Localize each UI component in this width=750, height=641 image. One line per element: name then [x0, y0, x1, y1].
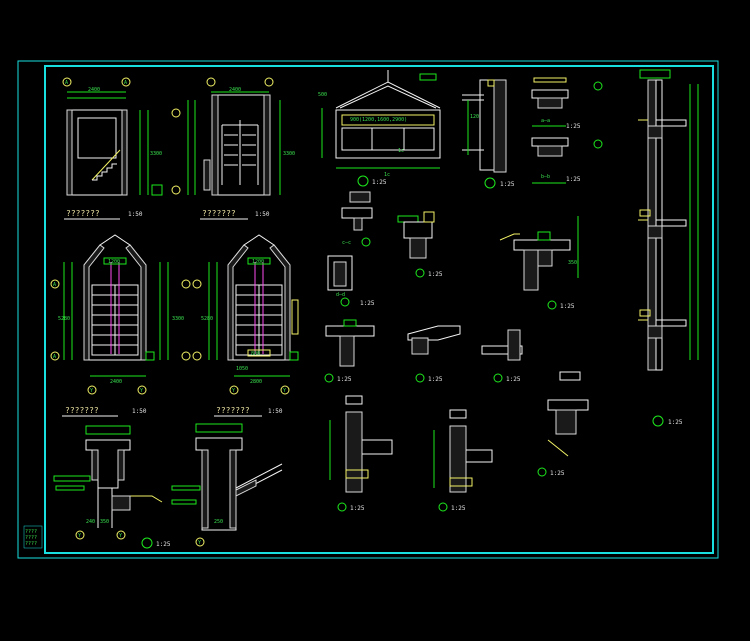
- title-line-3: ????: [25, 541, 37, 547]
- svg-text:1:25: 1:25: [451, 505, 466, 512]
- svg-text:Y: Y: [283, 388, 286, 394]
- svg-text:1c: 1c: [384, 172, 390, 178]
- svg-text:2400: 2400: [88, 87, 100, 93]
- detail-parapet: 350 1:25: [499, 216, 579, 310]
- svg-text:240: 240: [86, 519, 95, 525]
- title-line-2: ????: [25, 535, 37, 541]
- detail-eave-3: 1:25: [481, 329, 523, 383]
- svg-text:800: 800: [251, 351, 260, 357]
- svg-text:3300: 3300: [172, 316, 184, 322]
- inner-frame: [44, 65, 714, 554]
- section-scale: 1:25: [500, 181, 515, 188]
- window-scale: 1:25: [372, 179, 387, 186]
- stair-scale-1: 1:50: [128, 211, 143, 218]
- svg-text:Y: Y: [140, 388, 143, 394]
- svg-text:350: 350: [568, 260, 577, 266]
- svg-text:2400: 2400: [229, 87, 241, 93]
- scale-g: 1:25: [360, 300, 375, 307]
- svg-text:1050: 1050: [236, 366, 248, 372]
- outer-frame: [17, 60, 719, 559]
- svg-text:5280: 5280: [201, 316, 213, 322]
- stair-plan-2: 1200 800 Y Y 5280 2800 1050 ??????? 1:50: [192, 234, 299, 417]
- stair-section-1: A A 2400 3300 ??????? 1:50: [62, 77, 163, 220]
- svg-text:A: A: [53, 282, 56, 288]
- svg-text:d—d: d—d: [336, 292, 345, 298]
- svg-text:3300: 3300: [150, 151, 162, 157]
- svg-text:1:25: 1:25: [428, 376, 443, 383]
- svg-text:1200: 1200: [108, 259, 120, 265]
- svg-text:A: A: [124, 80, 127, 86]
- plan-title-2: ???????: [216, 406, 250, 415]
- cornice-scale-1: 1:25: [156, 541, 171, 548]
- plan-scale-1: 1:50: [132, 408, 147, 415]
- svg-text:c—c: c—c: [342, 240, 351, 246]
- detail-lintel: 1:25: [397, 211, 443, 278]
- svg-text:500: 500: [318, 92, 327, 98]
- svg-text:b—b: b—b: [541, 174, 550, 180]
- svg-text:1:25: 1:25: [350, 505, 365, 512]
- svg-text:Y: Y: [198, 540, 201, 546]
- svg-text:1200: 1200: [252, 259, 264, 265]
- title-line-1: ????: [25, 529, 37, 535]
- detail-column-base-1: 1:25: [329, 395, 393, 512]
- svg-text:1:25: 1:25: [566, 123, 581, 130]
- cornice-detail-2: Y 250: [171, 423, 283, 547]
- scale-e: 1:25: [428, 271, 443, 278]
- section-aa-bb: 120 1:25 a—a 1:25 b—b 1:25: [462, 77, 603, 189]
- stair-title-1: ???????: [66, 209, 100, 218]
- svg-text:Y: Y: [90, 388, 93, 394]
- svg-text:a—a: a—a: [541, 118, 550, 124]
- detail-column: d—d 1:25: [327, 255, 375, 307]
- detail-sill: c—c: [341, 191, 373, 247]
- svg-text:A: A: [53, 354, 56, 360]
- stair-scale-2: 1:50: [255, 211, 270, 218]
- plan-title-1: ???????: [65, 406, 99, 415]
- svg-text:Y: Y: [78, 533, 81, 539]
- stair-plan-1: 1200 A A Y Y 5280 3300 2400 ??????? 1:50: [50, 234, 191, 417]
- svg-text:1:25: 1:25: [506, 376, 521, 383]
- svg-text:1c: 1c: [398, 148, 404, 154]
- svg-text:Y: Y: [232, 388, 235, 394]
- svg-text:250: 250: [214, 519, 223, 525]
- svg-text:5280: 5280: [58, 316, 70, 322]
- svg-text:1:25: 1:25: [337, 376, 352, 383]
- svg-text:120: 120: [470, 114, 479, 120]
- cornice-detail-1: Y Y 240 350 1:25: [53, 425, 171, 549]
- svg-text:3300: 3300: [283, 151, 295, 157]
- stair-section-2: 2400 3300 ??????? 1:50: [171, 77, 295, 220]
- detail-eave-2: 1:25: [407, 325, 461, 383]
- svg-text:2400: 2400: [110, 379, 122, 385]
- wall-section-scale: 1:25: [668, 419, 683, 426]
- window-elevation: 500 900(1200,1600,2900) 1c 1c 1:25: [318, 70, 441, 187]
- wall-section: 1:25: [638, 69, 699, 427]
- detail-cap: 1:25: [537, 371, 589, 477]
- detail-column-base-2: 1:25: [433, 409, 493, 512]
- svg-text:2800: 2800: [250, 379, 262, 385]
- stair-title-2: ???????: [202, 209, 236, 218]
- svg-text:1:25: 1:25: [566, 176, 581, 183]
- scale-f: 1:25: [560, 303, 575, 310]
- window-dims: 900(1200,1600,2900): [350, 117, 407, 123]
- detail-eave-1: 1:25: [324, 319, 375, 383]
- svg-text:1:25: 1:25: [550, 470, 565, 477]
- title-block: ???? ???? ????: [23, 525, 43, 549]
- svg-text:Y: Y: [119, 533, 122, 539]
- svg-text:350: 350: [100, 519, 109, 525]
- svg-text:A: A: [65, 80, 68, 86]
- plan-scale-2: 1:50: [268, 408, 283, 415]
